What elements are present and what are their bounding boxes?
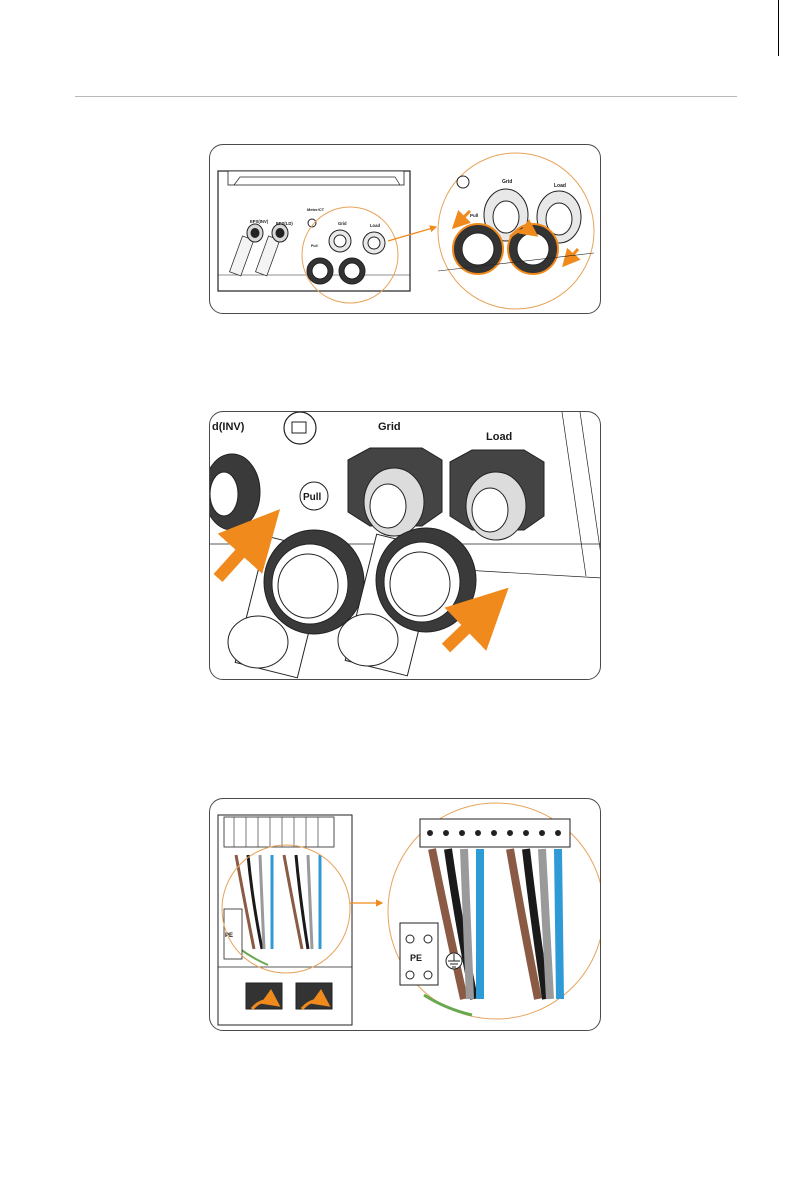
figure-pull-out-glands: d(INV) Pull Grid Load [209,411,601,680]
zoom-detail-wires: PE [388,803,601,1019]
header-divider [75,96,737,97]
inverter-bottom-closeup: d(INV) Pull Grid Load [210,412,601,678]
label-pull: Pull [303,492,322,503]
label-meter: Meter/CT [307,207,325,212]
label-load: Load [486,431,512,443]
inverter-bottom-overview: EPS(INV) EPS(LD) Meter/CT Grid Load Pull [218,171,410,291]
zoom-detail-glands: Grid Load Pull [438,153,594,309]
label-eps-ld: EPS(LD) [276,221,293,226]
terminal-block-overview: PE [218,815,352,1025]
page-edge-line [778,0,779,56]
figure-3-illustration: PE [210,799,601,1031]
label-pe-zoom: PE [410,953,422,963]
label-load-zoom: Load [554,183,566,189]
label-pull-zoom: Pull [470,213,478,218]
figure-2-illustration: d(INV) Pull Grid Load [210,412,601,680]
figure-connect-wires: PE [209,798,601,1031]
label-grid-zoom: Grid [502,179,512,185]
label-load-small: Load [370,223,380,228]
label-grid: Grid [378,421,401,433]
label-eps-inv: EPS(INV) [250,219,269,224]
figure-remove-gland-caps: EPS(INV) EPS(LD) Meter/CT Grid Load Pull… [209,144,601,314]
label-grid-small: Grid [338,221,347,226]
ground-symbol-icon [446,953,462,969]
label-port-partial: d(INV) [212,421,245,433]
figure-1-illustration: EPS(INV) EPS(LD) Meter/CT Grid Load Pull… [210,145,601,314]
label-pull-small: Pull [311,244,318,248]
